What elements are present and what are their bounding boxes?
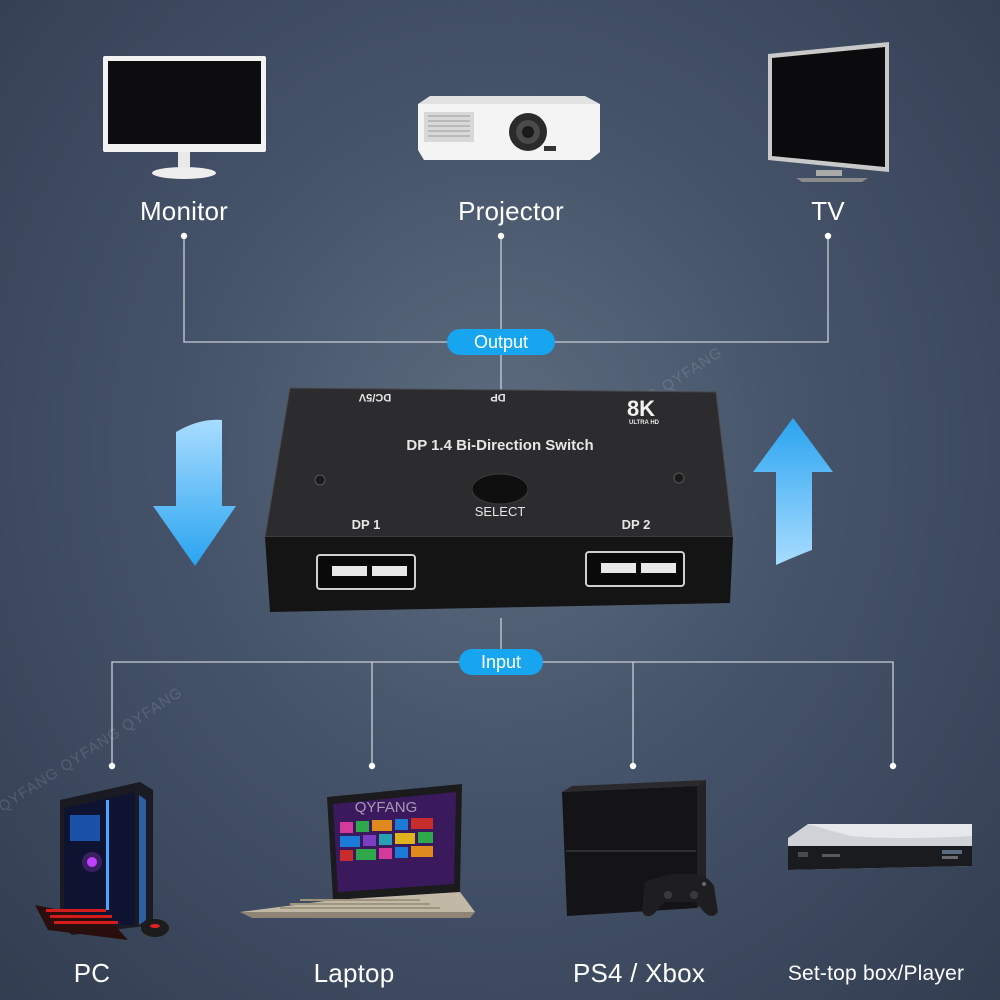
- device-name: DP 1.4 Bi-Direction Switch: [406, 437, 593, 454]
- input-label-set-top-box: Set-top box/Player: [787, 962, 965, 985]
- output-label-monitor: Monitor: [139, 196, 229, 226]
- output-label-tv: TV: [811, 196, 845, 226]
- input-label-laptop: Laptop: [313, 958, 395, 988]
- output-pill: Output: [447, 329, 555, 355]
- port-label-dc: DC/5V: [358, 391, 391, 403]
- input-label-pc: PC: [73, 958, 111, 988]
- port-label-dp2: DP 2: [622, 517, 651, 532]
- laptop-screen-text: QYFANG: [355, 799, 418, 816]
- port-label-dp-top: DP: [490, 391, 505, 403]
- port-label-dp1: DP 1: [352, 517, 381, 532]
- badge-ultra-hd: ULTRA HD: [629, 420, 660, 426]
- badge-8k: 8K: [627, 396, 655, 421]
- input-pill: Input: [459, 649, 543, 675]
- select-button-label: SELECT: [475, 504, 526, 519]
- output-label-projector: Projector: [458, 196, 564, 226]
- input-label-console: PS4 / Xbox: [572, 958, 706, 988]
